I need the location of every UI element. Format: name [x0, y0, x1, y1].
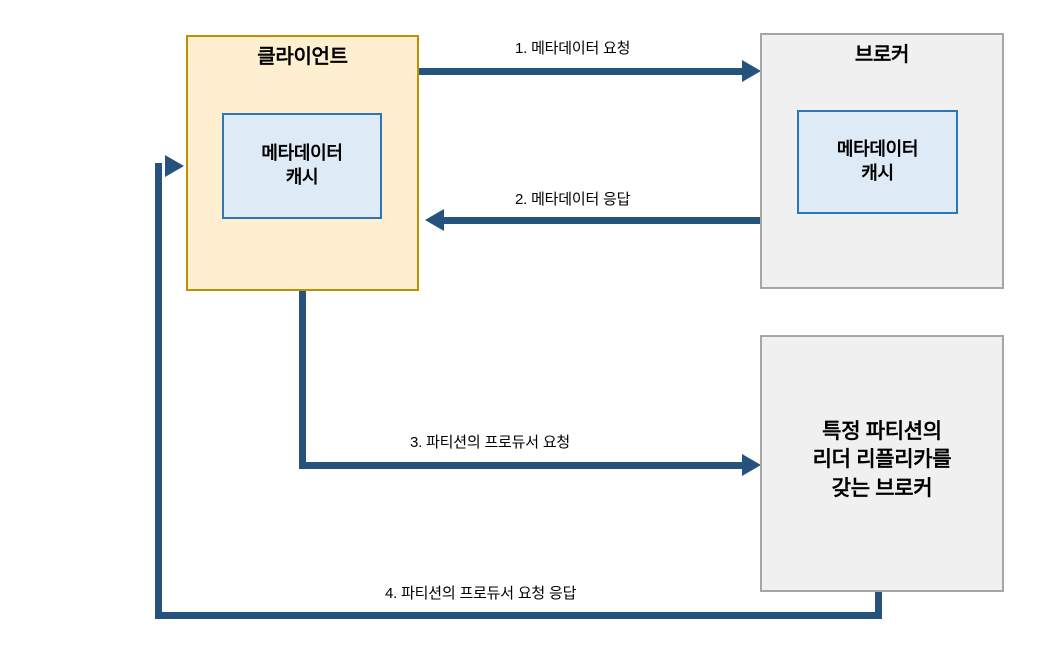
node-leader-replica-broker-title: 특정 파티션의 리더 리플리카를 갖는 브로커 — [813, 418, 952, 502]
edge-1-line — [418, 68, 748, 75]
edge-4-left-vertical-segment — [155, 163, 162, 616]
broker-cache-label: 메타데이터 캐시 — [836, 138, 919, 186]
leader-title-line2: 리더 리플리카를 — [812, 448, 952, 472]
edge-3-horizontal-segment — [299, 462, 743, 469]
edge-4-arrowhead — [165, 155, 184, 177]
node-leader-replica-broker[interactable]: 특정 파티션의 리더 리플리카를 갖는 브로커 — [760, 335, 1004, 592]
edge-4-right-vertical-segment — [875, 591, 882, 619]
broker-cache-label-line1: 메타데이터 — [836, 139, 919, 160]
edge-1-arrowhead — [742, 60, 761, 82]
edge-4-label: 4. 파티션의 프로듀서 요청 응답 — [385, 585, 577, 602]
edge-3-vertical-segment — [299, 291, 306, 469]
broker-cache-label-line2: 캐시 — [861, 163, 894, 183]
edge-4-horizontal-segment — [155, 612, 882, 619]
edge-2-line — [444, 217, 760, 224]
edge-1-label: 1. 메타데이터 요청 — [515, 40, 631, 57]
client-cache-label-line2: 캐시 — [285, 167, 319, 187]
leader-title-line1: 특정 파티션의 — [822, 420, 942, 444]
edge-2-arrowhead — [425, 209, 444, 231]
edge-3-arrowhead — [742, 454, 761, 476]
edge-3-label: 3. 파티션의 프로듀서 요청 — [410, 434, 571, 451]
client-cache-label: 메타데이터 캐시 — [261, 142, 343, 190]
leader-title-line3: 갖는 브로커 — [831, 476, 933, 500]
node-broker-metadata-cache[interactable]: 메타데이터 캐시 — [797, 110, 958, 214]
client-cache-label-line1: 메타데이터 — [261, 143, 343, 164]
node-broker-title: 브로커 — [854, 44, 910, 66]
node-client-metadata-cache[interactable]: 메타데이터 캐시 — [222, 113, 382, 219]
node-client-title: 클라이언트 — [257, 46, 348, 68]
edge-2-label: 2. 메타데이터 응답 — [515, 191, 631, 208]
